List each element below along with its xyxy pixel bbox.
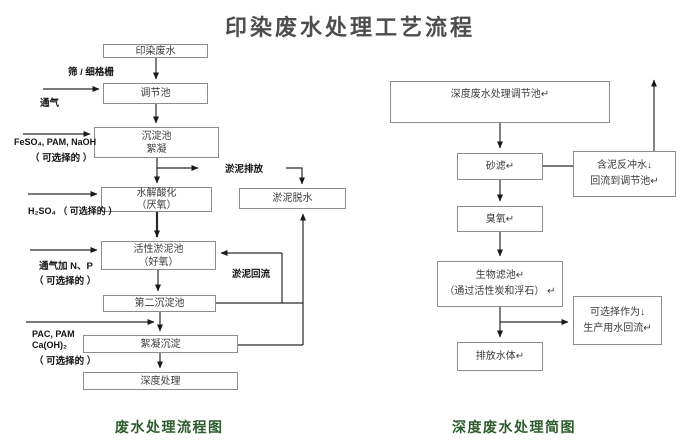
label-chemicals-pac: PAC, PAM — [32, 329, 75, 339]
node-label-line2: 回流到调节池↵ — [590, 176, 659, 187]
left-chart-caption: 废水处理流程图 — [115, 419, 224, 435]
label-screen-grid: 筛 / 细格栅 — [68, 67, 114, 78]
label-aeration: 通气 — [40, 98, 60, 109]
label-optional-1: （ 可选择的 ） — [30, 153, 93, 164]
label-chemicals-feso4: FeSO₄, PAM, NaOH — [14, 137, 97, 147]
node-label: 深度处理 — [140, 375, 181, 387]
node-label-line1: 含泥反冲水↓ — [597, 160, 652, 171]
node-label-line2: 生产用水回流↵ — [583, 322, 652, 334]
node-secondary-sedimentation: 第二沉淀池 — [103, 295, 216, 312]
node-advanced-treatment: 深度处理 — [83, 372, 238, 390]
node-flocculation-sedimentation: 絮凝沉淀 — [83, 335, 238, 353]
node-regulating-tank: 调节池 — [103, 83, 208, 104]
node-discharge-water-body: 排放水体↵ — [457, 342, 543, 371]
node-label-line1: 生物滤池↵ — [475, 270, 525, 281]
node-label: 淤泥脱水 — [272, 193, 313, 204]
label-optional-3: （ 可选择的 ） — [34, 356, 97, 367]
node-label: 排放水体↵ — [475, 351, 525, 362]
node-label: 絮凝沉淀 — [140, 338, 181, 350]
node-label-line1: 活性淤泥池 — [133, 243, 184, 255]
node-sand-filter: 砂滤↵ — [457, 153, 543, 180]
label-aeration-np: 通气加 N、P — [39, 261, 93, 272]
node-label: 印染废水 — [135, 45, 176, 57]
label-chemicals-h2so4: H₂SO₄ （ 可选择的 ） — [28, 206, 118, 216]
node-label-line2: （厌氧） — [136, 199, 177, 211]
node-deep-regulating-tank: 深度废水处理调节池↵ — [390, 81, 610, 123]
node-label-line2: （通过活性炭和浮石） ↵ — [444, 286, 556, 297]
node-label: 深度废水处理调节池↵ — [450, 89, 550, 100]
label-sludge-return: 淤泥回流 — [232, 269, 271, 280]
node-backwash-return: 含泥反冲水↓ 回流到调节池↵ — [573, 151, 676, 197]
node-label: 第二沉淀池 — [134, 298, 185, 309]
node-sludge-dewatering: 淤泥脱水 — [239, 188, 346, 209]
page-title: 印染废水处理工艺流程 — [225, 15, 476, 40]
node-label-line1: 沉淀池 — [141, 130, 172, 142]
node-hydrolysis-acidification: 水解酸化 （厌氧） — [101, 187, 212, 212]
node-biological-filter: 生物滤池↵ （通过活性炭和浮石） ↵ — [437, 261, 563, 307]
node-label-line1: 水解酸化 — [136, 187, 177, 199]
node-label-line2: 絮凝 — [146, 143, 167, 155]
label-chemicals-caoh2: Ca(OH)₂ — [32, 340, 67, 350]
label-sludge-discharge: 淤泥排放 — [225, 164, 264, 175]
node-label-line2: （好氧） — [138, 256, 179, 268]
node-sedimentation-tank: 沉淀池 絮凝 — [94, 127, 219, 158]
node-production-water-reuse: 可选择作为↓ 生产用水回流↵ — [573, 296, 662, 345]
right-chart-caption: 深度废水处理简图 — [452, 419, 576, 435]
right-chart-connectors — [497, 79, 657, 338]
node-ozone: 臭氧↵ — [457, 206, 543, 232]
node-label-line1: 可选择作为↓ — [590, 306, 645, 318]
node-label: 臭氧↵ — [485, 213, 515, 225]
left-chart-connectors — [23, 58, 306, 369]
node-dyeing-wastewater: 印染废水 — [103, 44, 208, 58]
node-activated-sludge-tank: 活性淤泥池 （好氧） — [101, 241, 216, 270]
node-label: 砂滤↵ — [485, 161, 515, 172]
node-label: 调节池 — [140, 88, 171, 99]
label-optional-2: （ 可选择的 ） — [34, 276, 97, 287]
